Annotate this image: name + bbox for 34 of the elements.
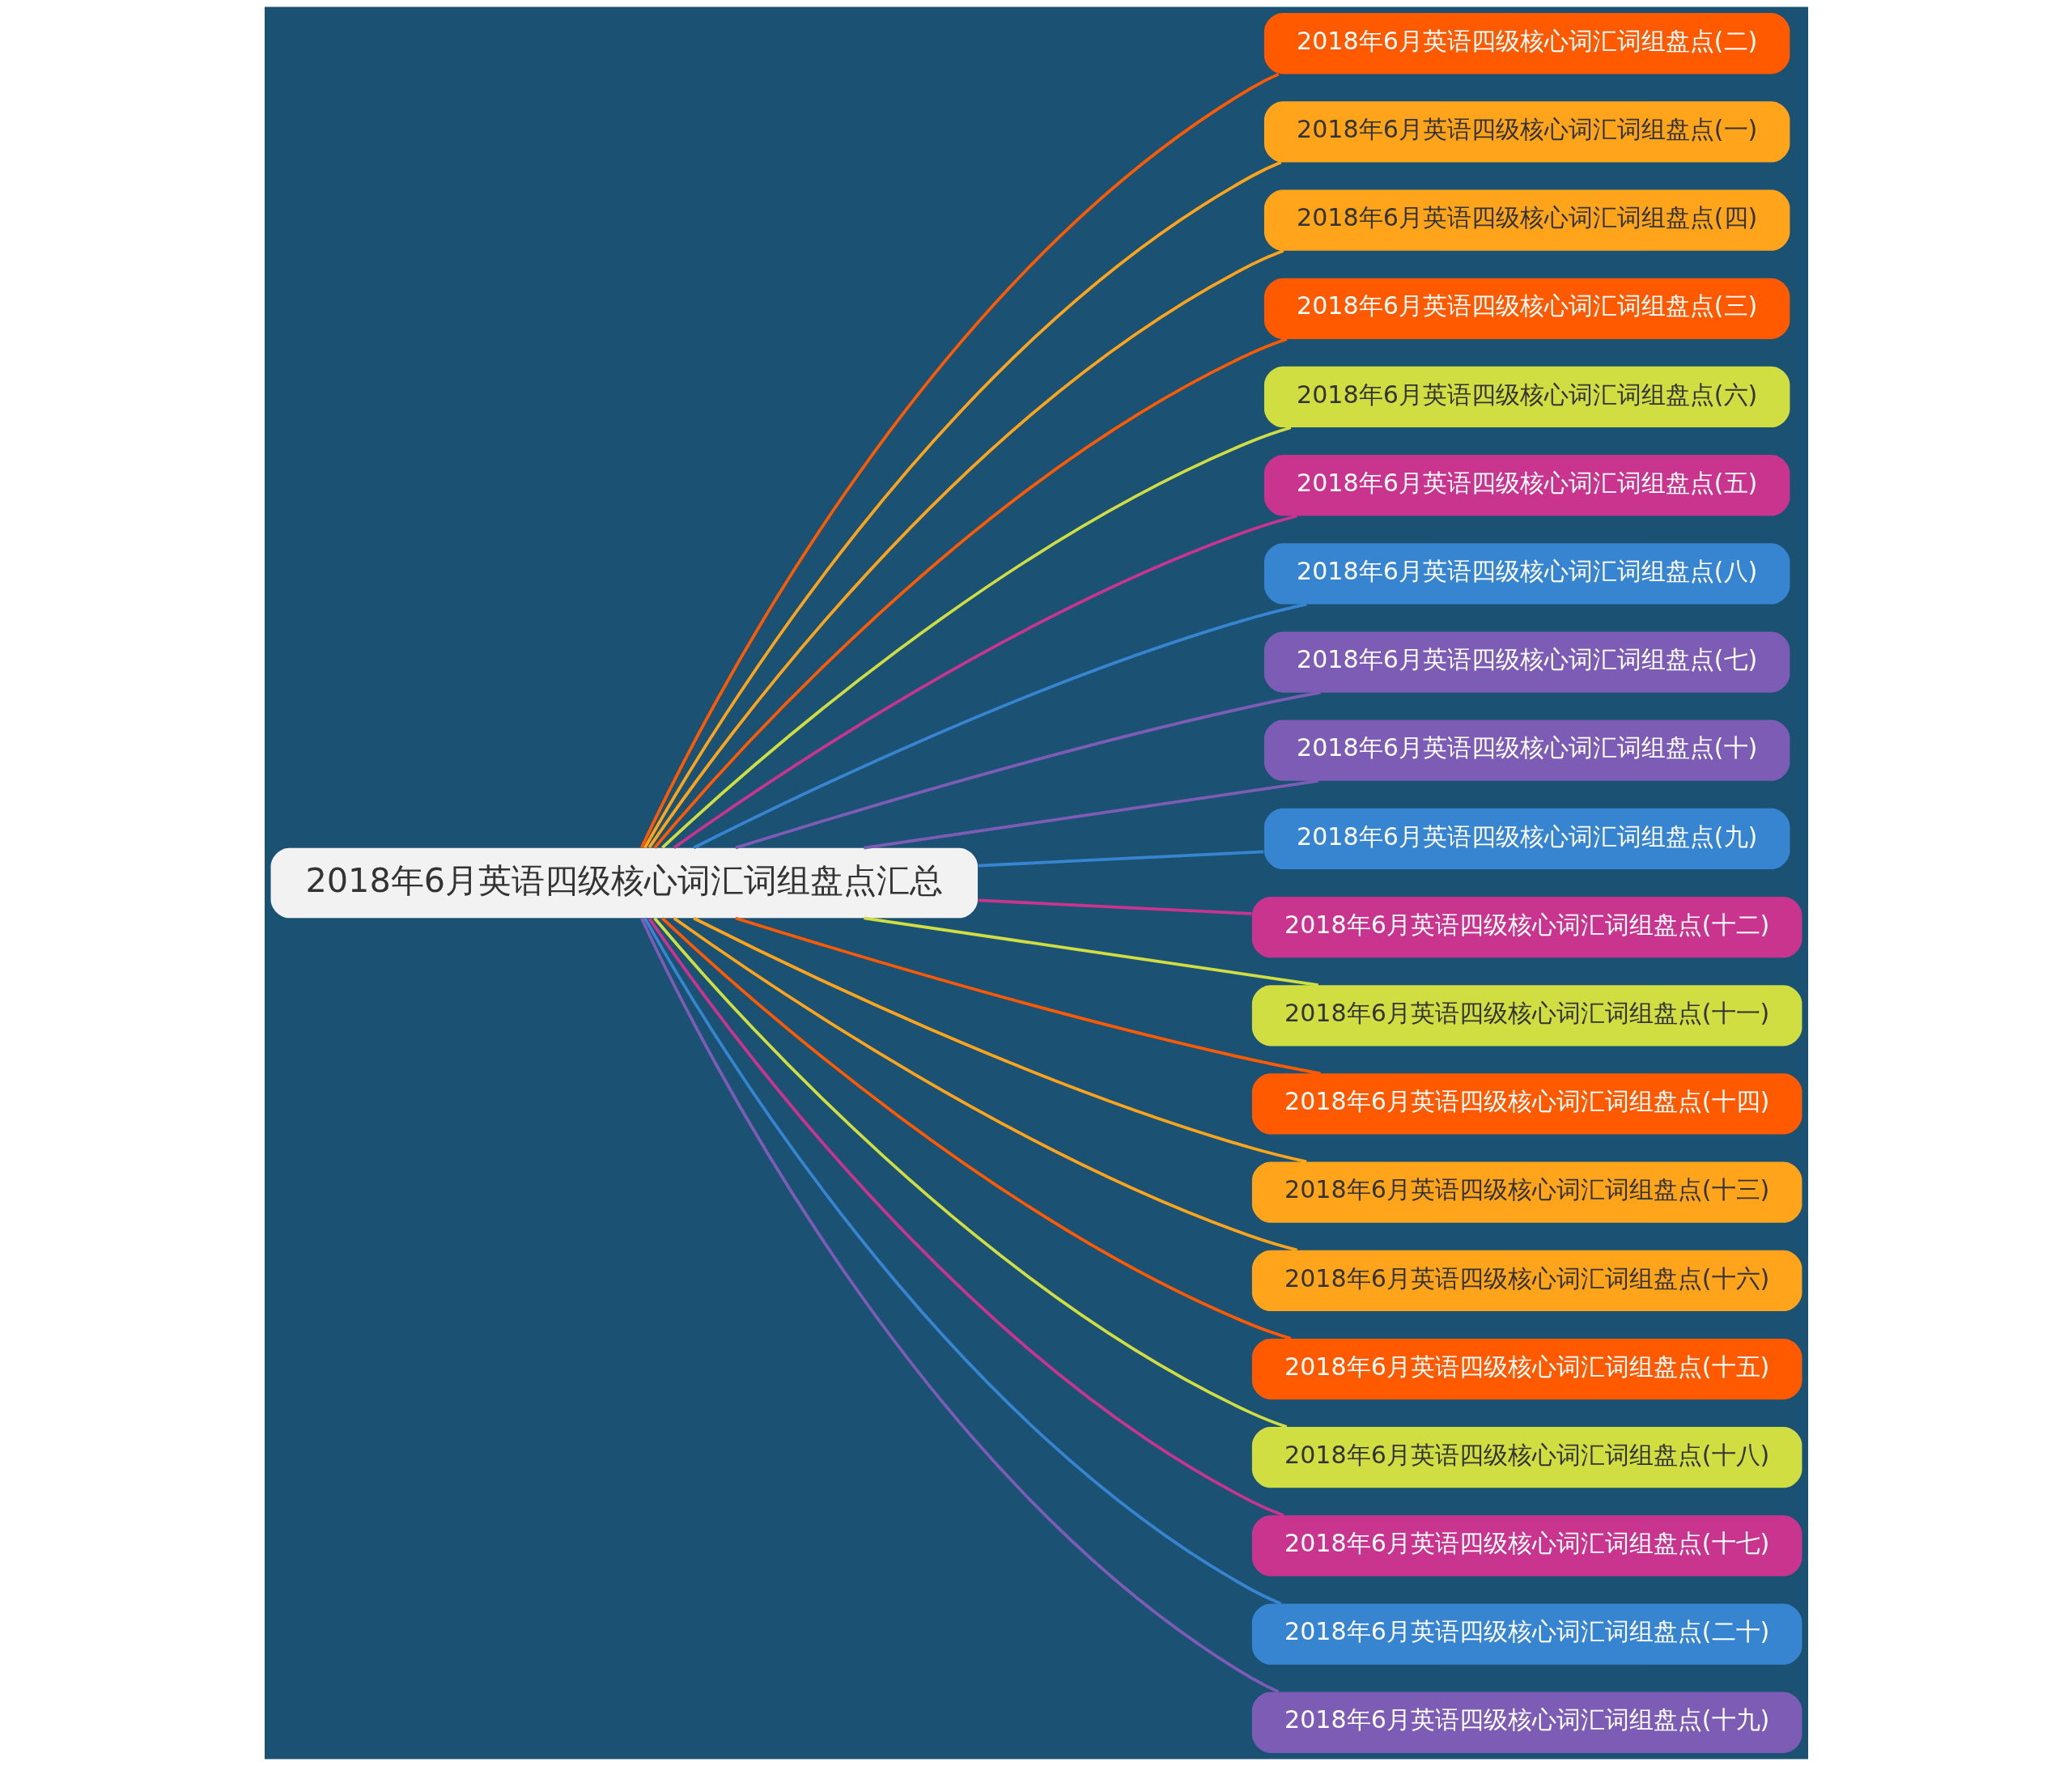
node-box: 2018年6月英语四级核心词汇词组盘点(十九) (1251, 1692, 1802, 1753)
connector (660, 917, 1291, 1340)
connector (692, 602, 1307, 850)
connector (652, 917, 1287, 1429)
connector (660, 426, 1291, 849)
connector (652, 337, 1287, 849)
connector (673, 917, 1297, 1252)
node-box: 2018年6月英语四级核心词汇词组盘点(十二) (1251, 896, 1802, 958)
connector (977, 850, 1263, 868)
node-box: 2018年6月英语四级核心词汇词组盘点(三) (1263, 278, 1790, 339)
node-box: 2018年6月英语四级核心词汇词组盘点(六) (1263, 366, 1790, 428)
node-box: 2018年6月英语四级核心词汇词组盘点(九) (1263, 808, 1790, 870)
node-box: 2018年6月英语四级核心词汇词组盘点(五) (1263, 455, 1790, 516)
node-box: 2018年6月英语四级核心词汇词组盘点汇总 (270, 847, 978, 919)
connector (734, 916, 1321, 1076)
node-box: 2018年6月英语四级核心词汇词组盘点(二十) (1251, 1603, 1802, 1665)
node-box: 2018年6月英语四级核心词汇词组盘点(八) (1263, 543, 1790, 605)
node-box: 2018年6月英语四级核心词汇词组盘点(十八) (1251, 1427, 1802, 1488)
node-box: 2018年6月英语四级核心词汇词组盘点(四) (1263, 189, 1790, 251)
node-box: 2018年6月英语四级核心词汇词组盘点(十五) (1251, 1338, 1802, 1400)
node-box: 2018年6月英语四级核心词汇词组盘点(十三) (1251, 1161, 1802, 1223)
connector (692, 916, 1307, 1164)
node-box: 2018年6月英语四级核心词汇词组盘点(十一) (1251, 985, 1802, 1046)
node-box: 2018年6月英语四级核心词汇词组盘点(二) (1263, 13, 1790, 74)
node-box: 2018年6月英语四级核心词汇词组盘点(十七) (1251, 1515, 1802, 1577)
connector (863, 916, 1318, 987)
connector (863, 779, 1318, 850)
connector (977, 898, 1252, 915)
node-box: 2018年6月英语四级核心词汇词组盘点(十) (1263, 720, 1790, 781)
node-box: 2018年6月英语四级核心词汇词组盘点(七) (1263, 631, 1790, 693)
node-box: 2018年6月英语四级核心词汇词组盘点(十六) (1251, 1250, 1802, 1311)
connector (673, 514, 1297, 849)
node-box: 2018年6月英语四级核心词汇词组盘点(十四) (1251, 1073, 1802, 1135)
node-box: 2018年6月英语四级核心词汇词组盘点(一) (1263, 101, 1790, 163)
